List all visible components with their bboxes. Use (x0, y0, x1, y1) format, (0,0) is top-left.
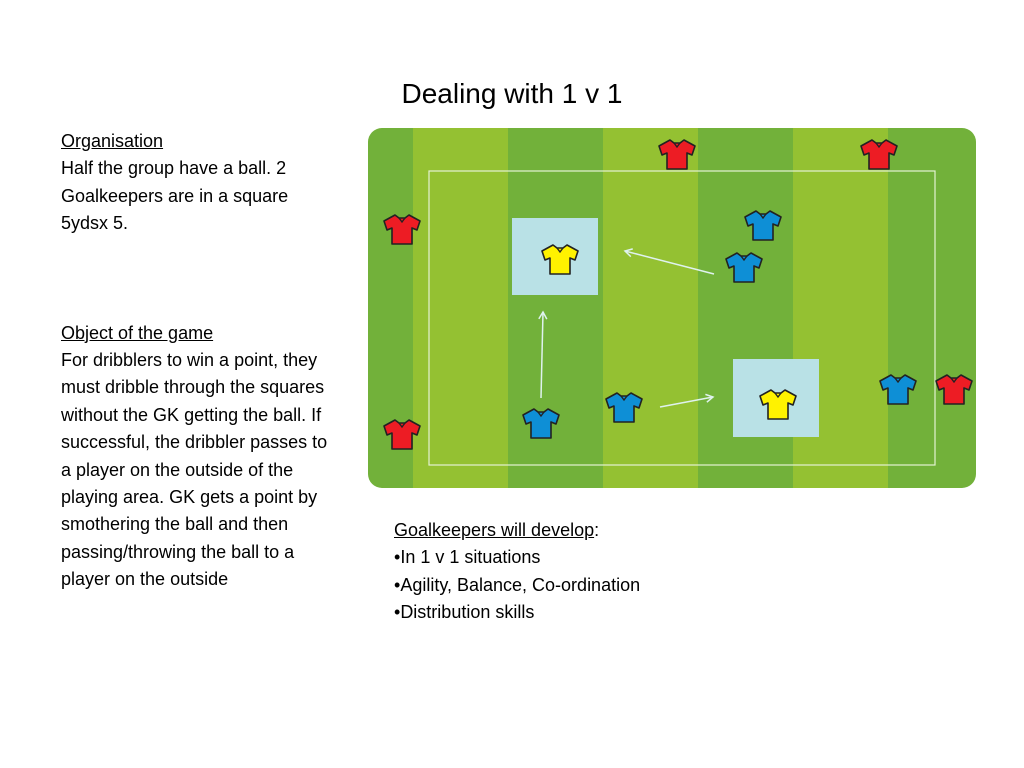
pitch-stripe (603, 128, 698, 488)
pitch-stripe (888, 128, 976, 488)
players-layer (383, 139, 973, 450)
develop-heading: Goalkeepers will develop (394, 520, 595, 540)
develop-item: Distribution skills (394, 599, 814, 626)
dribble-arrow-vertical (538, 310, 548, 399)
dribbler-player-shirt-icon (522, 408, 560, 439)
pitch-diagram (368, 128, 976, 488)
outside-player-shirt-icon (383, 419, 421, 450)
organisation-heading: Organisation (61, 131, 164, 151)
slide-title: Dealing with 1 v 1 (401, 78, 623, 109)
develop-list: In 1 v 1 situations Agility, Balance, Co… (394, 544, 814, 626)
shirt-collar (875, 142, 883, 149)
shirt-collar (774, 392, 782, 399)
shirt-collar (556, 247, 564, 254)
outside-player-shirt-icon (383, 214, 421, 245)
develop-item: Agility, Balance, Co-ordination (394, 572, 814, 599)
outside-player-shirt-icon (935, 374, 973, 405)
pitch-stripe (413, 128, 508, 488)
objective-section: Object of the game For dribblers to win … (61, 320, 336, 594)
shirt-collar (894, 377, 902, 384)
outside-player-shirt-icon (658, 139, 696, 170)
shirt-collar (759, 213, 767, 220)
shirt-collar (673, 142, 681, 149)
outside-player-shirt-icon (860, 139, 898, 170)
shirt-collar (398, 422, 406, 429)
develop-heading-line: Goalkeepers will develop: (394, 517, 814, 544)
goalkeeper-player-shirt-icon (759, 389, 797, 420)
develop-section: Goalkeepers will develop: In 1 v 1 situa… (394, 517, 814, 627)
develop-heading-colon: : (594, 520, 600, 540)
objective-heading: Object of the game (61, 322, 214, 343)
organisation-text: Half the group have a ball. 2 Goalkeeper… (61, 158, 289, 234)
dribbler-player-shirt-icon (725, 252, 763, 283)
shirt-collar (620, 395, 628, 402)
shirt-collar (740, 255, 748, 262)
pitch-stripes (368, 128, 976, 488)
playing-area-boundary (428, 170, 936, 466)
dribbler-player-shirt-icon (879, 374, 917, 405)
dribbler-player-shirt-icon (605, 392, 643, 423)
left-text-column: Organisation Half the group have a ball.… (61, 128, 336, 594)
objective-text: For dribblers to win a point, they must … (61, 350, 328, 590)
organisation-section: Organisation Half the group have a ball.… (61, 128, 336, 238)
dribbler-player-shirt-icon (744, 210, 782, 241)
shirt-collar (398, 217, 406, 224)
shirt-collar (950, 377, 958, 384)
goalkeeper-player-shirt-icon (541, 244, 579, 275)
shirt-collar (537, 411, 545, 418)
dribble-arrow-top (623, 248, 715, 275)
develop-item: In 1 v 1 situations (394, 544, 814, 571)
pitch-stripe (508, 128, 603, 488)
dribble-arrow-bottom (659, 393, 715, 408)
